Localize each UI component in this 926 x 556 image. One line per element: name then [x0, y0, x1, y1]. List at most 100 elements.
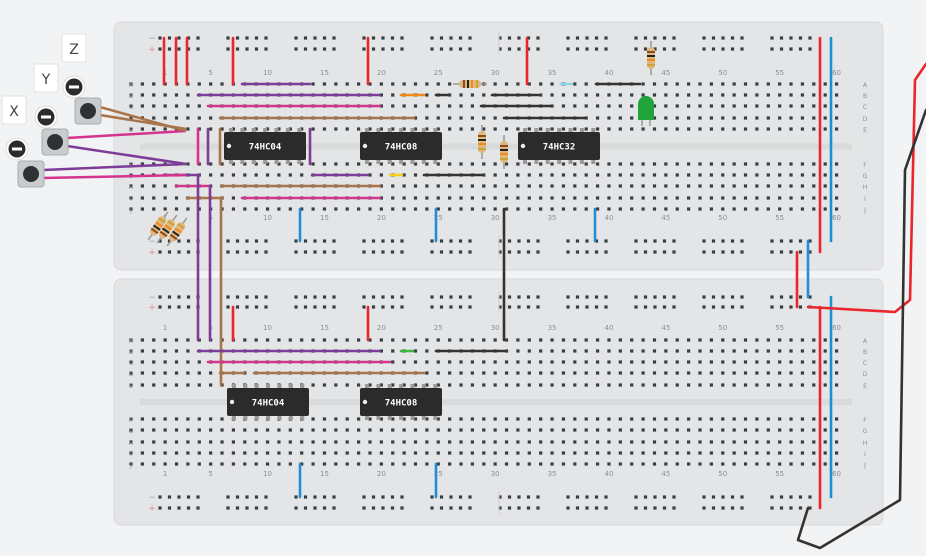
terminal-hole[interactable] — [231, 428, 236, 432]
terminal-hole[interactable] — [732, 428, 736, 432]
terminal-hole[interactable] — [311, 82, 315, 86]
terminal-hole[interactable] — [425, 184, 429, 188]
rail-hole[interactable] — [798, 239, 803, 243]
terminal-hole[interactable] — [652, 196, 657, 200]
rail-hole[interactable] — [167, 506, 172, 510]
terminal-hole[interactable] — [379, 196, 383, 200]
terminal-hole[interactable] — [539, 383, 543, 387]
rail-hole[interactable] — [381, 495, 385, 499]
terminal-hole[interactable] — [277, 207, 281, 211]
rail-hole[interactable] — [808, 495, 812, 499]
terminal-hole[interactable] — [755, 127, 759, 131]
terminal-hole[interactable] — [823, 162, 827, 166]
terminal-hole[interactable] — [470, 116, 474, 120]
terminal-hole[interactable] — [618, 162, 622, 166]
rail-hole[interactable] — [634, 305, 638, 309]
terminal-hole[interactable] — [721, 451, 725, 455]
terminal-hole[interactable] — [641, 127, 645, 131]
terminal-hole[interactable] — [687, 383, 691, 387]
terminal-hole[interactable] — [482, 93, 486, 97]
terminal-hole[interactable] — [197, 462, 201, 466]
terminal-hole[interactable] — [641, 338, 645, 342]
terminal-hole[interactable] — [391, 207, 395, 211]
terminal-hole[interactable] — [459, 184, 463, 188]
terminal-hole[interactable] — [470, 207, 474, 211]
rail-hole[interactable] — [390, 239, 395, 243]
terminal-hole[interactable] — [504, 349, 509, 353]
terminal-hole[interactable] — [675, 428, 679, 432]
terminal-hole[interactable] — [482, 417, 486, 421]
terminal-hole[interactable] — [231, 173, 236, 177]
terminal-hole[interactable] — [550, 349, 554, 353]
rail-hole[interactable] — [779, 250, 784, 254]
rail-hole[interactable] — [167, 36, 172, 40]
rail-hole[interactable] — [226, 495, 230, 499]
terminal-hole[interactable] — [800, 207, 805, 211]
rail-hole[interactable] — [672, 239, 676, 243]
terminal-hole[interactable] — [584, 196, 588, 200]
terminal-hole[interactable] — [698, 371, 702, 375]
terminal-hole[interactable] — [721, 196, 725, 200]
terminal-hole[interactable] — [743, 104, 748, 108]
rail-hole[interactable] — [798, 295, 803, 299]
terminal-hole[interactable] — [755, 440, 759, 444]
terminal-hole[interactable] — [641, 440, 645, 444]
terminal-hole[interactable] — [766, 428, 770, 432]
terminal-hole[interactable] — [675, 440, 679, 444]
terminal-hole[interactable] — [163, 104, 167, 108]
terminal-hole[interactable] — [163, 116, 167, 120]
terminal-hole[interactable] — [630, 104, 634, 108]
terminal-hole[interactable] — [197, 116, 201, 120]
terminal-hole[interactable] — [379, 207, 383, 211]
resistor[interactable] — [164, 216, 190, 248]
terminal-hole[interactable] — [766, 451, 770, 455]
terminal-hole[interactable] — [209, 451, 213, 455]
terminal-hole[interactable] — [755, 82, 759, 86]
rail-hole[interactable] — [381, 250, 385, 254]
terminal-hole[interactable] — [766, 462, 770, 466]
terminal-hole[interactable] — [641, 349, 645, 353]
terminal-hole[interactable] — [254, 207, 258, 211]
terminal-hole[interactable] — [709, 338, 713, 342]
rail-hole[interactable] — [566, 295, 570, 299]
rail-hole[interactable] — [235, 295, 240, 299]
terminal-hole[interactable] — [630, 116, 634, 120]
pushbutton-z[interactable]: Z — [61, 33, 187, 133]
rail-hole[interactable] — [507, 239, 512, 243]
terminal-hole[interactable] — [448, 371, 452, 375]
terminal-hole[interactable] — [812, 371, 816, 375]
terminal-hole[interactable] — [573, 207, 577, 211]
rail-hole[interactable] — [526, 305, 531, 309]
terminal-hole[interactable] — [652, 127, 657, 131]
rail-hole[interactable] — [158, 36, 162, 40]
terminal-hole[interactable] — [732, 451, 736, 455]
terminal-hole[interactable] — [425, 417, 429, 421]
rail-hole[interactable] — [449, 305, 453, 309]
terminal-hole[interactable] — [595, 371, 600, 375]
terminal-hole[interactable] — [789, 417, 793, 421]
rail-hole[interactable] — [594, 305, 599, 309]
terminal-hole[interactable] — [709, 162, 713, 166]
terminal-hole[interactable] — [561, 371, 566, 375]
terminal-hole[interactable] — [766, 440, 770, 444]
rail-hole[interactable] — [672, 295, 676, 299]
rail-hole[interactable] — [167, 295, 172, 299]
terminal-hole[interactable] — [607, 360, 611, 364]
terminal-hole[interactable] — [163, 184, 167, 188]
terminal-hole[interactable] — [379, 173, 383, 177]
terminal-hole[interactable] — [413, 104, 418, 108]
terminal-hole[interactable] — [482, 462, 486, 466]
rail-hole[interactable] — [186, 295, 191, 299]
rail-hole[interactable] — [575, 250, 580, 254]
terminal-hole[interactable] — [470, 417, 474, 421]
rail-hole[interactable] — [235, 495, 240, 499]
rail-hole[interactable] — [779, 295, 784, 299]
terminal-hole[interactable] — [675, 162, 679, 166]
terminal-hole[interactable] — [436, 104, 440, 108]
terminal-hole[interactable] — [413, 162, 418, 166]
terminal-hole[interactable] — [152, 360, 156, 364]
rail-hole[interactable] — [566, 495, 570, 499]
terminal-hole[interactable] — [561, 127, 566, 131]
terminal-hole[interactable] — [482, 383, 486, 387]
terminal-hole[interactable] — [834, 462, 839, 466]
